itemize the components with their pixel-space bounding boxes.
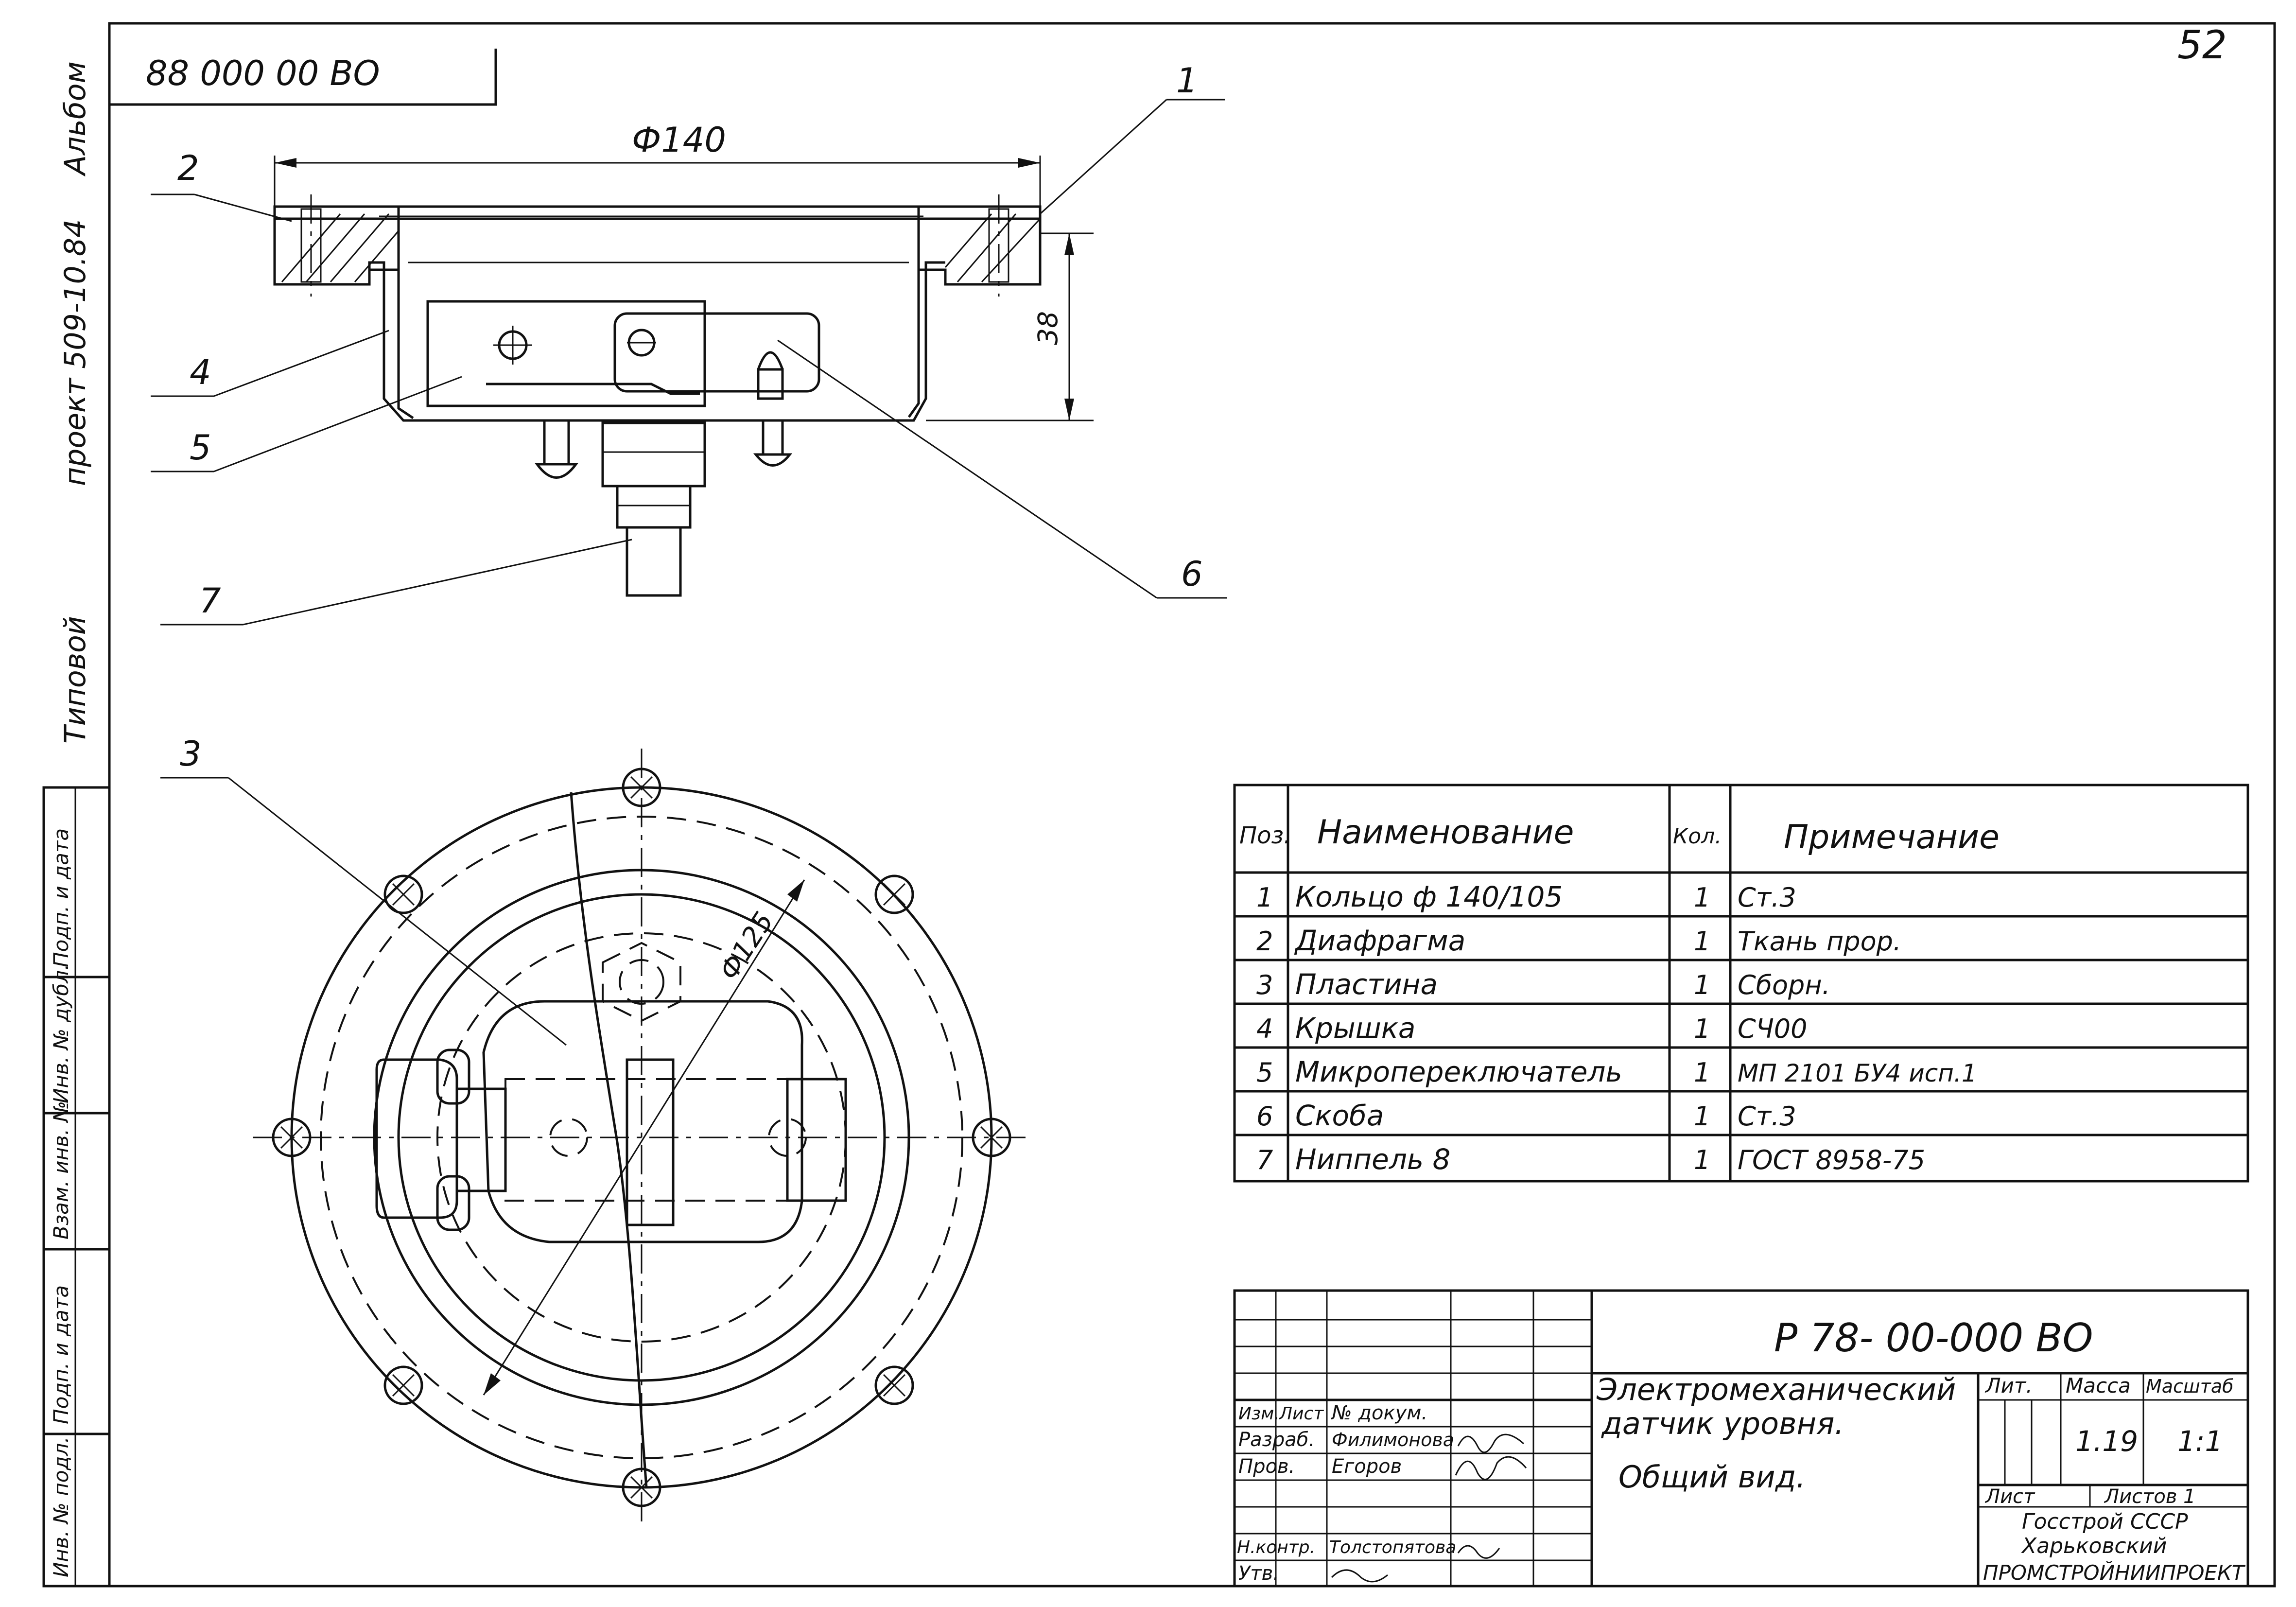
table-row-6-note: Ст.3 (1738, 1101, 1796, 1132)
table-row-5-qty: 1 (1694, 1057, 1710, 1088)
cover-body (368, 261, 945, 422)
title-line3: Общий вид. (1618, 1459, 1806, 1495)
bolt-holes (272, 768, 1011, 1507)
margin-label-typical: Типовой (58, 616, 92, 744)
table-row-5-pos: 5 (1256, 1057, 1273, 1088)
table-row-6-pos: 6 (1256, 1101, 1273, 1132)
table-header-pos: Поз. (1239, 822, 1291, 849)
callout-3: 3 (180, 734, 202, 774)
title-line1: Электромеханический (1596, 1372, 1956, 1407)
callout-1: 1 (1176, 61, 1198, 101)
margin-label-project: проект 509-10.84 (58, 219, 92, 486)
role-prov: Пров. (1238, 1455, 1295, 1478)
sheets-label: Листов 1 (2104, 1485, 2196, 1508)
callouts: 1 2 3 4 5 6 7 (151, 61, 1227, 1046)
side-stamp-cell-4: Подп. и дата (49, 1285, 73, 1424)
table-row-3-name: Пластина (1295, 968, 1438, 1001)
table-row-5-note: МП 2101 БУ4 исп.1 (1738, 1059, 1977, 1087)
callout-5: 5 (190, 428, 211, 468)
table-header-note: Примечание (1784, 818, 2000, 856)
sheet-label: Лист (1984, 1485, 2035, 1508)
table-row-4-qty: 1 (1694, 1013, 1710, 1044)
table-row-3-note: Сборн. (1738, 970, 1830, 1000)
mass-label: Масса (2066, 1374, 2131, 1397)
table-row-1-qty: 1 (1694, 882, 1710, 913)
section-view: Ф140 38 (273, 120, 1094, 597)
table-row-2-pos: 2 (1256, 926, 1273, 957)
title-line2: датчик уровня. (1601, 1406, 1844, 1441)
dim-diameter-140: Ф140 (632, 120, 726, 160)
callout-2: 2 (177, 148, 199, 188)
signature-utv (1331, 1569, 1388, 1583)
table-row-7-pos: 7 (1256, 1145, 1273, 1175)
side-stamp: Подп. и дата Инв. № дубл. Взам. инв. № П… (42, 786, 111, 1588)
org-line2: Харьковский (2021, 1534, 2167, 1558)
scale-value: 1:1 (2177, 1425, 2223, 1458)
margin-label-album: Альбом (58, 61, 92, 177)
side-stamp-cell-2: Инв. № дубл. (49, 964, 73, 1103)
plan-view: Ф125 (253, 749, 1030, 1526)
name-prov: Егоров (1332, 1455, 1402, 1478)
dim-diameter-125: Ф125 (713, 906, 780, 985)
table-row-6-name: Скоба (1295, 1099, 1384, 1132)
doc-number: Р 78- 00-000 ВО (1774, 1315, 2093, 1361)
table-row-5-name: Микропереключатель (1295, 1055, 1622, 1088)
table-row-6-qty: 1 (1694, 1101, 1710, 1132)
sheet-number: 52 (2177, 22, 2227, 68)
callout-6: 6 (1181, 554, 1203, 594)
org-line1: Госстрой СССР (2022, 1509, 2188, 1534)
table-row-3-pos: 3 (1256, 970, 1273, 1000)
microswitch-plan (504, 1078, 847, 1202)
side-stamp-cell-1: Подп. и дата (49, 828, 73, 967)
table-row-4-pos: 4 (1256, 1013, 1273, 1044)
table-row-4-name: Крышка (1295, 1012, 1415, 1045)
table-row-2-qty: 1 (1694, 926, 1710, 957)
plate-plan (482, 1000, 803, 1243)
title-block: Изм. Лист № докум. Разраб. Филимонова Пр… (1233, 1289, 2249, 1588)
table-row-2-name: Диафрагма (1294, 924, 1465, 957)
table-row-4-note: СЧ00 (1738, 1013, 1807, 1044)
table-row-1-pos: 1 (1256, 882, 1273, 913)
nipple (601, 421, 706, 488)
role-nkontr: Н.контр. (1237, 1537, 1315, 1557)
hdr-list: Лист (1278, 1404, 1324, 1424)
signature-nkontr (1457, 1545, 1500, 1559)
side-stamp-cell-5: Инв. № подл. (49, 1436, 73, 1577)
parts-table: Поз. Наименование Кол. Примечание 1 Коль… (1233, 784, 2249, 1183)
signature-razrab (1457, 1433, 1524, 1453)
org-line3: ПРОМСТРОЙНИИПРОЕКТ (1983, 1560, 2246, 1585)
signature-prov (1455, 1456, 1527, 1480)
doc-code-box (109, 49, 497, 106)
scale-label: Масштаб (2146, 1376, 2234, 1397)
name-razrab: Филимонова (1332, 1429, 1454, 1450)
table-row-1-name: Кольцо ф 140/105 (1295, 880, 1563, 913)
plate-section (426, 300, 706, 407)
table-header-qty: Кол. (1673, 824, 1722, 849)
table-row-7-name: Ниппель 8 (1295, 1143, 1450, 1176)
role-razrab: Разраб. (1238, 1429, 1315, 1451)
hdr-izm: Изм. (1238, 1404, 1280, 1424)
mass-value: 1.19 (2075, 1425, 2138, 1458)
microswitch-section (613, 312, 820, 393)
name-nkontr: Толстопятова (1329, 1537, 1456, 1557)
diaphragm-strip (273, 205, 1042, 220)
hdr-doc: № докум. (1331, 1402, 1427, 1424)
role-utv: Утв. (1238, 1562, 1279, 1585)
callout-4: 4 (190, 352, 211, 392)
callout-7: 7 (199, 581, 221, 621)
doc-code-corner: 88 000 00 ВО (146, 53, 380, 93)
dim-height-38: 38 (1032, 311, 1063, 345)
table-row-7-qty: 1 (1694, 1145, 1710, 1175)
side-stamp-cell-3: Взам. инв. № (49, 1101, 73, 1240)
table-row-1-note: Ст.3 (1738, 882, 1796, 913)
table-row-3-qty: 1 (1694, 970, 1710, 1000)
lit-label: Лит. (1984, 1374, 2033, 1397)
table-row-7-note: ГОСТ 8958-75 (1738, 1145, 1925, 1175)
table-row-2-note: Ткань прор. (1738, 926, 1901, 957)
table-header-name: Наименование (1317, 813, 1574, 852)
